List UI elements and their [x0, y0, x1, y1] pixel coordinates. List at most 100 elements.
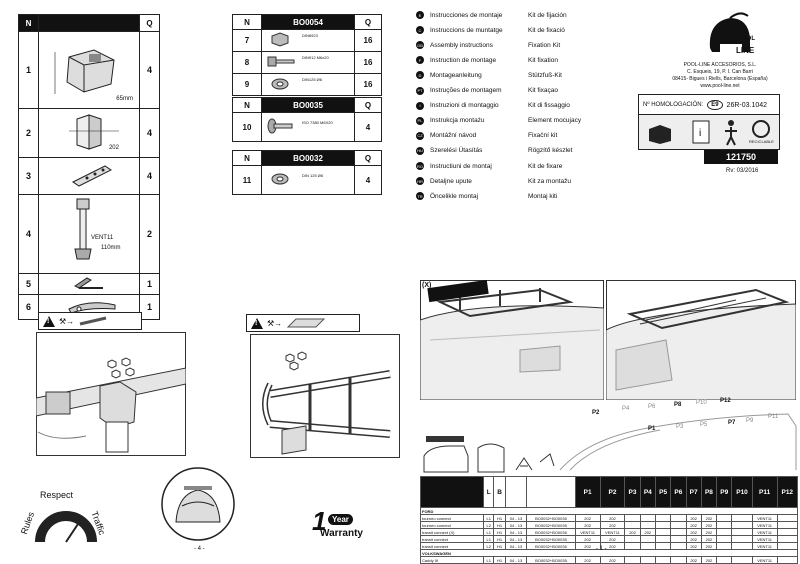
language-code-badge: PT	[416, 86, 424, 95]
ref-cell: 202	[700, 528, 718, 536]
point-label: P9	[746, 418, 754, 424]
ref-cell	[776, 556, 799, 564]
ref-cell: BO0032+BO0035	[526, 528, 576, 536]
ref-header-cell	[526, 476, 576, 508]
ref-cell: 04 - 13	[504, 542, 528, 550]
ref-cell	[731, 556, 753, 564]
ref-cell: VENT11	[751, 528, 778, 536]
ref-cell: 04 - 13	[504, 556, 528, 564]
instructions-label: Detaljne upute	[430, 177, 472, 185]
box-icon	[649, 125, 671, 144]
ref-cell: VENT11	[574, 528, 601, 536]
instructions-label: Instruções de montagem	[430, 87, 502, 94]
language-code-badge: CZ	[416, 131, 424, 140]
parts-header-n: N	[18, 14, 39, 32]
ref-header-cell: P1	[574, 476, 601, 508]
ref-model: Caddy III	[420, 556, 484, 564]
ref-cell	[731, 514, 753, 522]
car-thumbnails	[423, 436, 555, 473]
assembly-drawing-left	[36, 332, 186, 456]
washer-image: DIN125 Ø6	[261, 73, 355, 96]
car-front-icon	[161, 467, 235, 541]
ref-header-cell: P3	[624, 476, 641, 508]
ref-cell	[654, 535, 672, 543]
ref-cell: 202	[685, 556, 702, 564]
ref-cell: 202	[599, 556, 626, 564]
info-icon: i	[692, 120, 710, 144]
ref-cell: 202	[574, 556, 601, 564]
parts-table: N Q 1 65mm 4 2 202 4 3 4 4 VENT11 110mm …	[18, 14, 161, 320]
instructions-label: Montageanleitung	[430, 71, 482, 79]
kit-label: Fixační kit	[528, 132, 558, 140]
language-code-badge: F	[416, 56, 424, 65]
revision: Rv: 03/2016	[726, 168, 759, 174]
ref-cell	[654, 528, 672, 536]
kit-label: Rögzítő készlet	[528, 147, 573, 155]
ref-header-cell: P8	[700, 476, 718, 508]
language-row: HU Szerelési Útasítás Rögzítő készlet	[416, 146, 573, 155]
ref-cell: 202	[574, 535, 601, 543]
ref-cell: 202	[599, 521, 626, 529]
instructions-label: Szerelési Útasítás	[430, 147, 483, 155]
ref-cell	[716, 528, 733, 536]
parts-row: 2 202 4	[18, 108, 161, 158]
ref-cell: 04 - 13	[504, 535, 528, 543]
ref-cell	[716, 521, 733, 529]
warning-icon: !	[251, 317, 263, 329]
ref-cell: BO0032+BO0035	[526, 542, 576, 550]
ref-cell	[670, 521, 687, 529]
ref-cell	[670, 528, 687, 536]
kit-label: Kit de fijación	[528, 11, 567, 19]
rules-respect-traffic-logo: Respect Rules Traffic	[16, 488, 112, 544]
parts-row: 1 65mm 4	[18, 31, 161, 109]
kit-label: Kit di fissaggio	[528, 102, 570, 110]
part-2-image: 202	[37, 108, 140, 158]
instructions-label: Assembly instructions	[430, 41, 493, 49]
ref-cell: H1	[493, 514, 506, 522]
ref-cell	[716, 556, 733, 564]
warning-bar-left: ! ⚒→	[38, 312, 142, 330]
ref-cell	[731, 542, 753, 550]
instructions-label: Instrucciones de montaje	[430, 11, 503, 19]
kit-label: Kit fixaçao	[528, 87, 558, 94]
mat-icon	[286, 318, 326, 328]
ref-cell	[654, 514, 672, 522]
ref-cell	[639, 521, 656, 529]
ref-cell: L2	[482, 542, 495, 550]
kit-label: Montaj kiti	[528, 192, 558, 200]
van-closeup-drawing	[420, 280, 604, 400]
ref-cell: VENT11	[751, 535, 778, 543]
ref-cell: 202	[599, 535, 626, 543]
ref-cell	[716, 514, 733, 522]
ref-cell: 04 - 13	[504, 521, 528, 529]
ref-cell: VENT11	[751, 514, 778, 522]
ref-cell	[776, 535, 799, 543]
language-code-badge: RO	[416, 162, 424, 170]
instructions-label: Öncelikle montaj	[430, 192, 479, 200]
ref-cell	[731, 521, 753, 529]
point-label: P1	[648, 426, 656, 432]
instructions-label: Instruccions de muntatge	[430, 26, 503, 34]
point-label: P2	[592, 410, 600, 416]
kit-label: Stützfuß-Kit	[528, 71, 562, 79]
ref-cell: L1	[482, 535, 495, 543]
page-number-right: - 1 -	[596, 546, 607, 552]
nut-image: DIN6923	[261, 29, 355, 52]
instructions-label: Montážní návod	[430, 132, 477, 140]
ref-cell	[624, 535, 641, 543]
ref-cell: VENT11	[599, 528, 626, 536]
point-label: P7	[728, 420, 736, 426]
ref-cell: 202	[700, 521, 718, 529]
ref-cell	[624, 521, 641, 529]
language-code-badge: HU	[416, 146, 424, 155]
ref-header-cell: P10	[731, 476, 753, 508]
ref-cell: H1	[493, 528, 506, 536]
ref-header-cell: P11	[751, 476, 778, 508]
assembly-drawing-right	[250, 334, 400, 458]
ref-cell: L1	[482, 514, 495, 522]
point-label: P12	[720, 398, 731, 404]
